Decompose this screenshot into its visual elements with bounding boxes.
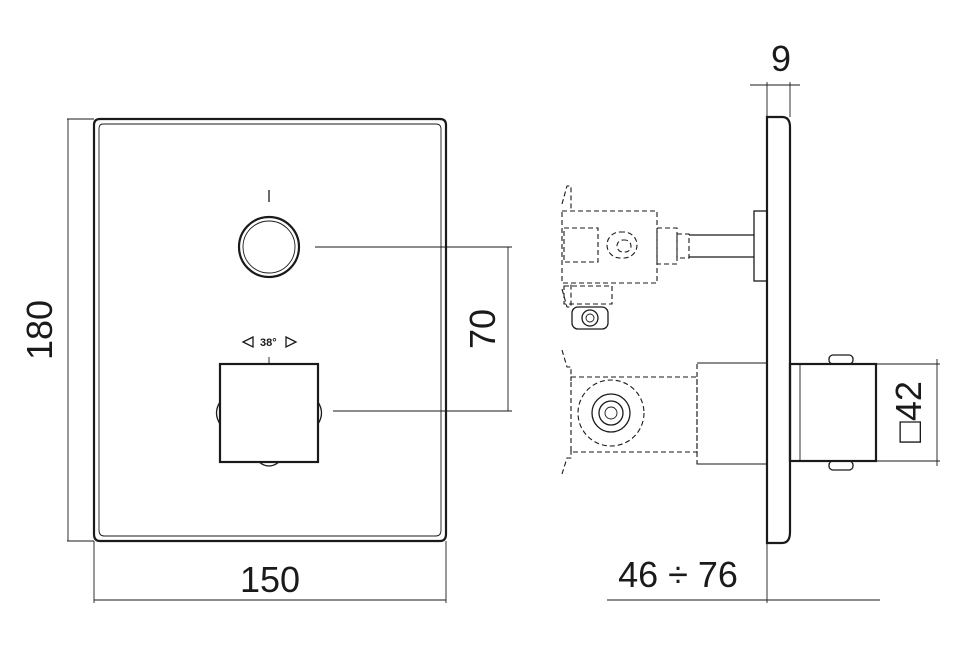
upper-flange <box>753 210 768 282</box>
plate-thickness-dimension: 9 <box>771 38 791 79</box>
width-dimension: 150 <box>240 559 300 600</box>
front-dimensions: 180 150 70 <box>19 118 512 603</box>
thermostat-knob <box>218 362 320 464</box>
depth-range-dimension: 46 ÷ 76 <box>618 554 738 595</box>
knob-left-ear <box>215 401 221 425</box>
knob-bottom-ear <box>258 461 280 467</box>
rotation-right-arrow-icon <box>285 335 298 349</box>
diverter-knob <box>237 215 301 279</box>
cover-plate-bevel <box>98 123 442 537</box>
side-view <box>561 115 878 545</box>
upper-valve-body <box>561 210 658 284</box>
diverter-knob-inner <box>242 220 296 274</box>
rotation-left-arrow-icon <box>241 335 254 349</box>
side-plate <box>765 115 792 545</box>
knob-right-ear <box>317 401 323 425</box>
side-dimensions: 9 46 ÷ 76 □42 <box>607 38 940 603</box>
side-thermostat-knob <box>788 362 878 463</box>
knob-size-dimension: □42 <box>888 381 929 443</box>
cover-plate <box>92 117 448 543</box>
spacing-dimension: 70 <box>462 309 503 349</box>
front-view: 38° <box>92 117 448 543</box>
height-dimension: 180 <box>19 300 60 360</box>
rotation-angle-label: 38° <box>260 337 277 349</box>
